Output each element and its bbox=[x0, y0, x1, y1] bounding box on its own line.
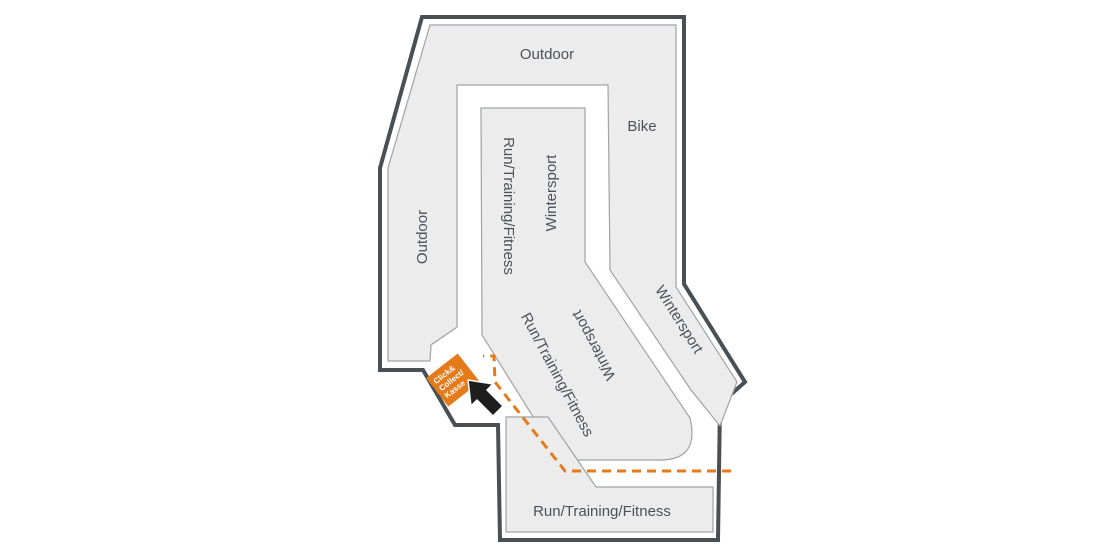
zone-label-wintersport-inner-vertical: Wintersport bbox=[543, 154, 560, 232]
zone-label-bike: Bike bbox=[627, 118, 656, 135]
zone-run-wintersport-inner[interactable] bbox=[480, 107, 693, 461]
cursor-arrow-icon bbox=[467, 379, 504, 417]
zone-label-outdoor-left: Outdoor bbox=[414, 210, 431, 264]
zone-label-run-bottom: Run/Training/Fitness bbox=[533, 503, 671, 520]
kasse-marker[interactable]: Click& Collect/ Kasse bbox=[426, 353, 480, 407]
route-dashed-line bbox=[483, 354, 731, 473]
zone-run-bottom[interactable] bbox=[505, 416, 714, 533]
zone-label-run-inner-vertical: Run/Training/Fitness bbox=[500, 137, 517, 275]
zone-outdoor-bike-wintersport[interactable] bbox=[387, 24, 738, 428]
zone-label-outdoor-top: Outdoor bbox=[520, 46, 574, 63]
